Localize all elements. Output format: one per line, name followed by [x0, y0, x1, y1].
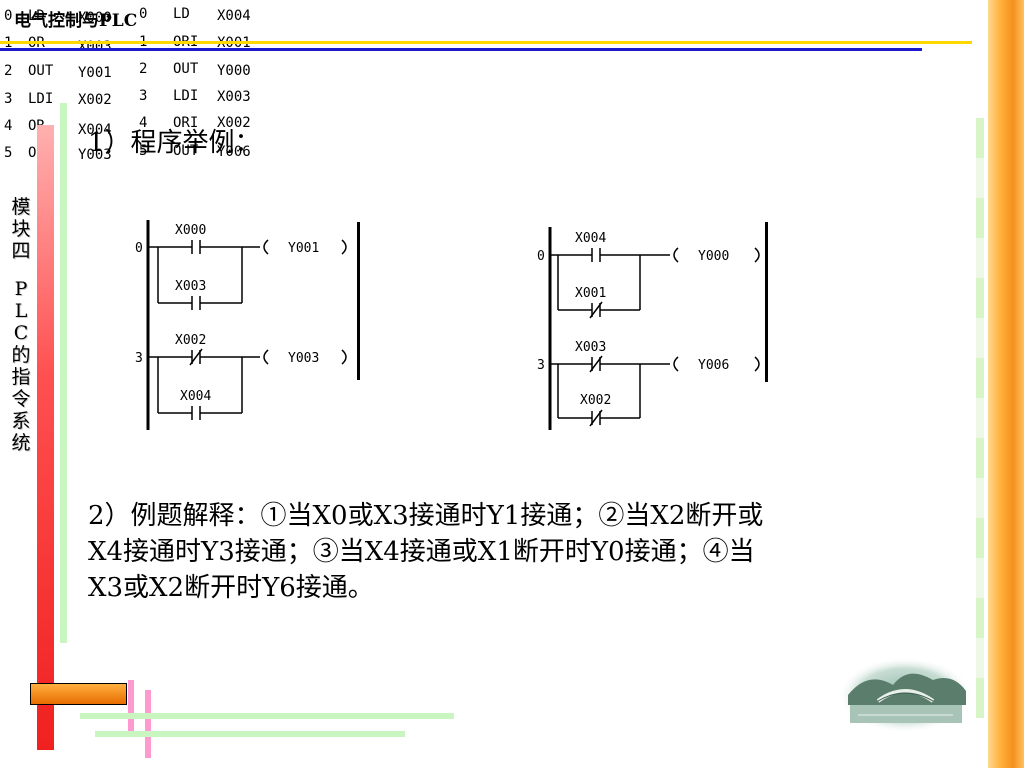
- left-green-bar: [60, 103, 67, 643]
- il-arg: X004: [217, 8, 251, 24]
- contact-label: X004: [575, 231, 606, 246]
- il-row: 3 LDI X002: [4, 91, 112, 108]
- contact-label: X002: [580, 393, 611, 408]
- il-op: OUT: [28, 63, 54, 79]
- deco-green-bar: [95, 731, 405, 737]
- il-op: LDI: [28, 91, 53, 107]
- il-arg: Y000: [217, 63, 251, 79]
- bridge-landscape-image: [838, 657, 972, 733]
- deco-pink-bar: [145, 690, 151, 758]
- il-arg: X004: [78, 122, 112, 138]
- sidebar-char: P: [14, 278, 28, 300]
- il-arg: Y001: [78, 65, 112, 81]
- il-op: LD: [28, 8, 45, 24]
- sidebar-char: 的: [11, 344, 31, 366]
- il-step: 3: [4, 91, 12, 107]
- explanation-line: 2）例题解释：①当X0或X3接通时Y1接通；②当X2断开或: [88, 501, 764, 531]
- sidebar-vertical-title: 模 块 四 P L C 的 指 令 系 统: [8, 196, 34, 454]
- il-row: 2 OUT Y000: [139, 61, 251, 79]
- il-op: LD: [173, 6, 190, 22]
- coil-label: Y003: [288, 351, 319, 366]
- il-step: 5: [4, 145, 12, 161]
- il-step: 4: [4, 118, 12, 134]
- il-arg: X002: [78, 92, 112, 108]
- il-step: 0: [4, 8, 12, 24]
- il-row: 3 LDI X003: [139, 88, 251, 105]
- deco-orange-block: [30, 683, 127, 705]
- il-arg: X000: [78, 10, 112, 26]
- ladder-step-label: 0: [135, 241, 143, 256]
- instruction-list-right: 0 LD X004 1 ORI X001 2 OUT Y000 3 LDI X0…: [139, 6, 251, 160]
- contact-label: X000: [175, 223, 206, 238]
- explanation-line: X3或X2断开时Y6接通。: [88, 573, 374, 603]
- ladder-right-rail: [765, 222, 768, 382]
- deco-green-bar: [80, 713, 454, 719]
- il-arg: Y003: [78, 147, 112, 163]
- il-step: 0: [139, 6, 147, 22]
- header-title: 电气控制与PLC: [14, 11, 138, 31]
- il-arg: Y006: [217, 144, 251, 160]
- contact-label: X002: [175, 333, 206, 348]
- section2-explanation: 2）例题解释：①当X0或X3接通时Y1接通；②当X2断开或 X4接通时Y3接通；…: [88, 498, 968, 606]
- right-decorative-band: [988, 0, 1024, 768]
- deco-pink-bar: [128, 680, 134, 732]
- header-rule-blue: [0, 48, 922, 51]
- ladder-step-label: 3: [135, 351, 143, 366]
- il-step: 3: [139, 88, 147, 104]
- il-op: OUT: [173, 143, 199, 159]
- il-step: 4: [139, 115, 147, 131]
- coil-label: Y001: [288, 241, 319, 256]
- il-row: 4 ORI X002: [139, 115, 251, 131]
- sidebar-char: 统: [11, 432, 31, 454]
- ladder-diagram-left: 0 3 X000 X003 X002 X004 Y001 Y003: [135, 220, 347, 430]
- sidebar-char: L: [14, 300, 28, 322]
- il-arg: X002: [217, 115, 251, 131]
- sidebar-char: 模: [11, 196, 31, 218]
- ladder-step-label: 0: [537, 249, 545, 264]
- coil-label: Y000: [698, 249, 729, 264]
- contact-label: X003: [175, 279, 206, 294]
- il-arg: X003: [217, 89, 251, 105]
- sidebar-char: 四: [11, 240, 31, 262]
- contact-label: X003: [575, 340, 606, 355]
- il-op: ORI: [173, 115, 198, 131]
- sidebar-char: 系: [11, 410, 31, 432]
- ladder-step-label: 3: [537, 358, 545, 373]
- il-row: 0 LD X000: [4, 8, 112, 26]
- sidebar-char: 块: [11, 218, 31, 240]
- il-op: LDI: [173, 88, 198, 104]
- right-green-stripe: [976, 118, 984, 718]
- sidebar-spacer: [8, 262, 34, 278]
- coil-label: Y006: [698, 358, 729, 373]
- il-step: 2: [4, 63, 12, 79]
- il-row: 5 OUT Y006: [139, 143, 251, 160]
- contact-label: X001: [575, 286, 606, 301]
- sidebar-char: 指: [11, 366, 31, 388]
- explanation-line: X4接通时Y3接通；③当X4接通或X1断开时Y0接通；④当: [88, 537, 755, 567]
- header-rule-yellow: [0, 41, 972, 44]
- left-red-bar: [37, 125, 54, 750]
- sidebar-char: 令: [11, 388, 31, 410]
- ladder-left-rail: [357, 222, 360, 380]
- il-step: 5: [139, 143, 147, 159]
- il-row: 2 OUT Y001: [4, 63, 112, 81]
- contact-label: X004: [180, 389, 211, 404]
- il-step: 2: [139, 61, 147, 77]
- section1-heading: 1）程序举例：: [88, 128, 261, 158]
- il-op: OUT: [173, 61, 199, 77]
- ladder-diagram-right: 0 3 X004 X001 X003 X002 Y000 Y006: [537, 227, 760, 430]
- sidebar-char: C: [13, 322, 29, 344]
- il-row: 1 OR X003: [4, 35, 112, 55]
- il-row: 0 LD X004: [139, 6, 251, 24]
- il-row: 4 OR X004: [4, 118, 112, 138]
